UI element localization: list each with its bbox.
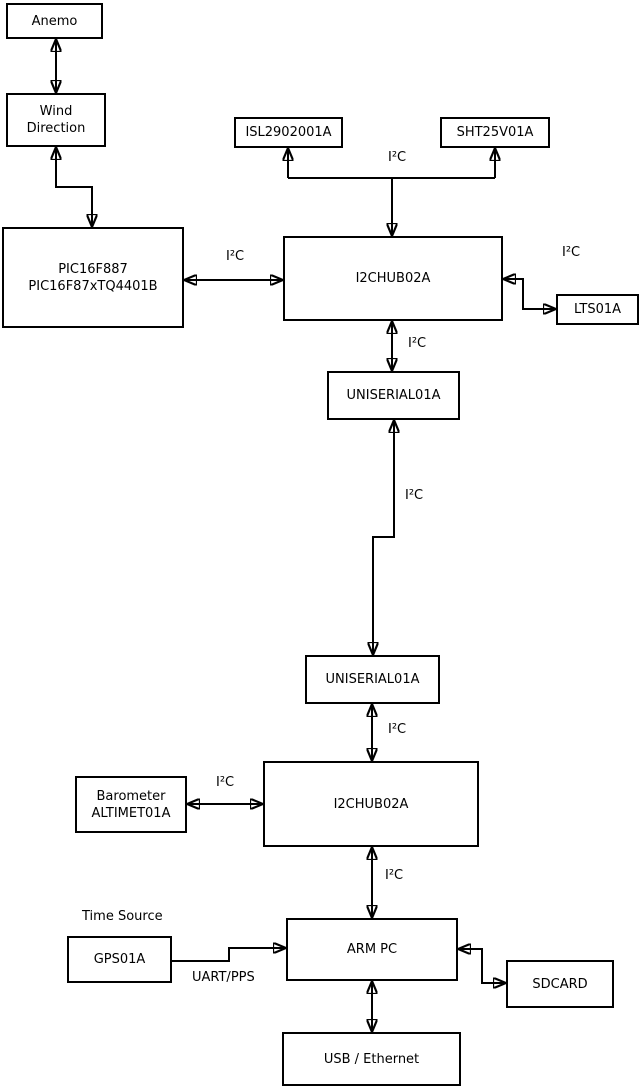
node-label: USB / Ethernet — [323, 1051, 420, 1067]
node-label: ALTIMET01A — [91, 805, 171, 821]
i2c-label-pic: I²C — [226, 249, 245, 264]
i2c-label-uniserial-link: I²C — [405, 488, 424, 503]
i2c-label-hub-upper-uniserial: I²C — [408, 336, 427, 351]
node-label: SHT25V01A — [456, 125, 534, 140]
node-arm-pc: ARM PC — [286, 918, 458, 981]
node-label: GPS01A — [93, 952, 146, 967]
node-label: Anemo — [31, 13, 78, 29]
node-sht25v01a: SHT25V01A — [440, 117, 550, 148]
node-label: UNISERIAL01A — [346, 388, 441, 403]
node-uniserial-upper: UNISERIAL01A — [327, 371, 460, 420]
node-label: Direction — [26, 121, 86, 136]
node-label: I2CHUB02A — [355, 271, 431, 286]
node-i2chub-lower: I2CHUB02A — [263, 761, 479, 847]
node-lts01a: LTS01A — [556, 294, 639, 325]
i2c-label-sensor-bus: I²C — [388, 150, 407, 165]
node-label: LTS01A — [573, 302, 622, 317]
node-isl2902001a: ISL2902001A — [234, 117, 343, 148]
node-uniserial-lower: UNISERIAL01A — [305, 655, 440, 704]
edge-i2chub-upper-sensor-bus — [288, 148, 495, 236]
edge-armpc-sdcard — [458, 949, 506, 983]
node-gps01a: GPS01A — [67, 936, 172, 983]
node-wind-direction: Wind Direction — [6, 93, 106, 147]
node-label: I2CHUB02A — [333, 796, 409, 812]
node-label: ISL2902001A — [245, 125, 332, 140]
node-label: UNISERIAL01A — [325, 672, 420, 687]
node-pic-controller: PIC16F887 PIC16F87xTQ4401B — [2, 227, 184, 328]
node-label: SDCARD — [532, 976, 588, 992]
node-label: Barometer — [96, 788, 166, 804]
edge-gps-armpc — [172, 948, 286, 962]
node-label: ARM PC — [346, 942, 398, 957]
node-usb-ethernet: USB / Ethernet — [282, 1032, 461, 1086]
i2c-label-hub-lower-armpc: I²C — [385, 868, 404, 883]
edge-i2chub-upper-lts01a — [503, 279, 556, 309]
i2c-label-lts: I²C — [562, 245, 581, 260]
node-anemometer: Anemo — [6, 3, 103, 39]
node-label: PIC16F87xTQ4401B — [28, 278, 158, 294]
edge-uniserial-upper-uniserial-lower — [373, 420, 394, 655]
node-i2chub-upper: I2CHUB02A — [283, 236, 503, 321]
time-source-label: Time Source — [82, 909, 163, 924]
node-label: PIC16F887 — [58, 261, 128, 277]
node-label: Wind — [39, 104, 73, 119]
node-sdcard: SDCARD — [506, 960, 614, 1008]
i2c-label-uniserial-hub-lower: I²C — [388, 722, 407, 737]
uart-pps-label: UART/PPS — [192, 970, 255, 985]
edge-wind-direction-pic — [56, 147, 92, 227]
node-barometer: Barometer ALTIMET01A — [75, 776, 187, 833]
i2c-label-barometer: I²C — [216, 775, 235, 790]
